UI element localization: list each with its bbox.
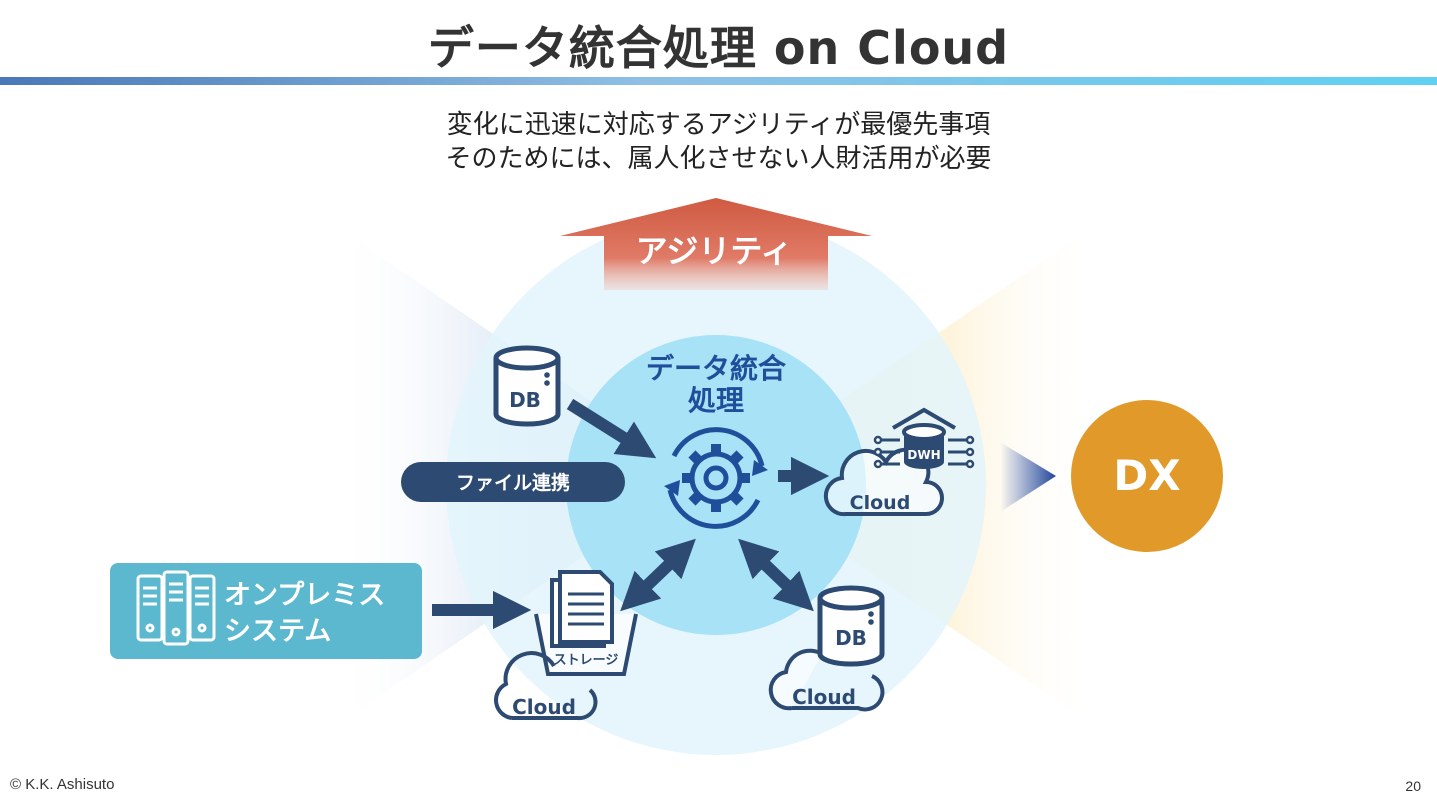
db-top-label: DB xyxy=(509,388,541,412)
arrow-process-db-bidirectional xyxy=(738,538,814,612)
file-link-pill: ファイル連携 xyxy=(401,462,625,502)
storage-cloud-label: Cloud xyxy=(512,695,576,719)
file-link-label: ファイル連携 xyxy=(456,471,570,494)
dx-arrow xyxy=(1000,442,1056,512)
title-underline xyxy=(0,77,1437,85)
onprem-system-box: オンプレミス システム xyxy=(110,563,422,659)
db-bottom-cloud-icon xyxy=(768,648,885,712)
storage-cloud-icon xyxy=(494,651,598,721)
dx-label: DX xyxy=(1113,451,1180,500)
center-label-line-1: データ統合 xyxy=(646,352,787,385)
arrow-db-to-process xyxy=(566,398,657,459)
page-title: データ統合処理 on Cloud xyxy=(427,21,1010,75)
dwh-label: DWH xyxy=(907,448,940,462)
db-bottom-cloud-label: Cloud xyxy=(792,685,856,709)
gear-icon xyxy=(664,427,768,529)
dwh-icon xyxy=(873,407,975,469)
dx-circle xyxy=(1071,400,1223,552)
center-label-line-2: 処理 xyxy=(688,384,744,417)
dwh-cloud-label: Cloud xyxy=(850,492,911,514)
storage-label: ストレージ xyxy=(554,653,619,668)
db-top-icon xyxy=(493,345,561,427)
server-rack-icon xyxy=(136,570,216,646)
subtitle: 変化に迅速に対応するアジリティが最優先事項 そのためには、属人化させない人財活用… xyxy=(0,108,1437,176)
db-bottom-label: DB xyxy=(835,626,867,650)
db-bottom-icon xyxy=(817,585,885,667)
subtitle-line-2: そのためには、属人化させない人財活用が必要 xyxy=(445,144,992,174)
onprem-label-line-2: システム xyxy=(224,616,331,647)
copyright: © K.K. Ashisuto xyxy=(10,776,115,793)
subtitle-line-1: 変化に迅速に対応するアジリティが最優先事項 xyxy=(446,110,991,140)
agility-arrow: アジリティ xyxy=(560,198,872,290)
arrow-process-storage-bidirectional xyxy=(620,538,696,612)
agility-label: アジリティ xyxy=(636,232,793,270)
storage-icon xyxy=(534,570,638,676)
onprem-label-line-1: オンプレミス xyxy=(224,580,385,611)
page-number: 20 xyxy=(1405,778,1421,794)
